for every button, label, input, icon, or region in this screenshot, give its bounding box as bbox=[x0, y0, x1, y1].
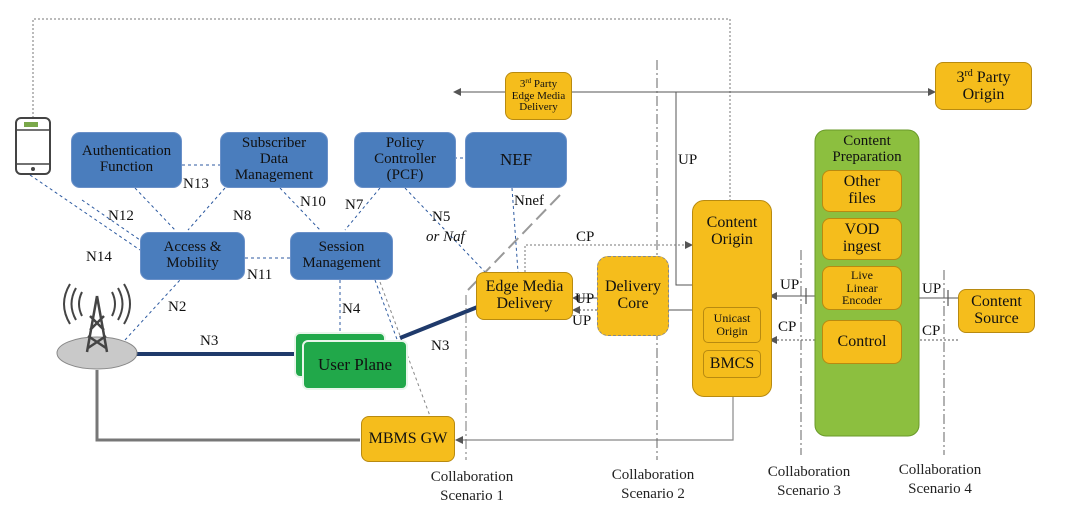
link-auth-amf bbox=[134, 187, 176, 231]
link-cp-top bbox=[524, 241, 693, 272]
bmcs-node: BMCS bbox=[703, 350, 761, 378]
base-station-icon bbox=[56, 283, 138, 370]
label-n10: N10 bbox=[300, 194, 326, 210]
edge-media-delivery-node: Edge Media Delivery bbox=[476, 272, 573, 320]
label-up-2: UP bbox=[572, 313, 592, 329]
scenario-1-caption: Collaboration Scenario 1 bbox=[430, 469, 514, 504]
link-smf-up bbox=[374, 279, 399, 343]
label-up-vertical: UP bbox=[678, 152, 698, 168]
third-party-origin-sup: rd bbox=[964, 67, 973, 79]
access-mobility-node: Access & Mobility bbox=[140, 232, 245, 280]
control-node: Control bbox=[822, 320, 902, 364]
delivery-core-node: Delivery Core bbox=[597, 256, 669, 336]
authentication-function-node: Authentication Function bbox=[71, 132, 182, 188]
unicast-origin-node: Unicast Origin bbox=[703, 307, 761, 343]
label-up-1: UP bbox=[575, 291, 595, 307]
link-n8 bbox=[187, 187, 226, 231]
content-origin-label: Content Origin bbox=[706, 214, 758, 248]
label-up-s3: UP bbox=[780, 277, 800, 293]
user-plane-node: User Plane bbox=[302, 340, 408, 390]
label-n13: N13 bbox=[183, 176, 209, 192]
scenario-2-caption: Collaboration Scenario 2 bbox=[611, 467, 695, 502]
link-n3-right bbox=[399, 304, 481, 340]
label-n14: N14 bbox=[86, 249, 112, 265]
label-cp-s4: CP bbox=[922, 323, 941, 339]
label-cp-top: CP bbox=[576, 229, 595, 245]
scenario-4-caption: Collaboration Scenario 4 bbox=[898, 462, 982, 497]
label-n4: N4 bbox=[342, 301, 361, 317]
link-n2 bbox=[124, 279, 181, 341]
link-bmcs-mbms bbox=[455, 382, 734, 444]
third-party-origin-num: 3 bbox=[956, 68, 965, 86]
label-n11: N11 bbox=[247, 267, 273, 283]
scenario-3-caption: Collaboration Scenario 3 bbox=[767, 464, 851, 499]
other-files-node: Other files bbox=[822, 170, 902, 212]
content-prep-title: Content Preparation bbox=[832, 133, 902, 165]
third-party-origin-node: 3rd Party Origin bbox=[935, 62, 1032, 110]
third-party-edge-node: 3rd Party Edge Media Delivery bbox=[505, 72, 572, 120]
link-n5 bbox=[404, 187, 486, 273]
link-antenna-mbms bbox=[95, 370, 360, 442]
label-n8: N8 bbox=[233, 208, 252, 224]
link-n14 bbox=[29, 174, 141, 251]
third-party-edge-sup: rd bbox=[525, 77, 532, 86]
mbms-gw-node: MBMS GW bbox=[361, 416, 455, 462]
label-n7: N7 bbox=[345, 197, 364, 213]
device-origin-link bbox=[32, 18, 731, 200]
label-or-naf: or Naf bbox=[426, 229, 465, 245]
label-n3-right: N3 bbox=[431, 338, 450, 354]
link-n10 bbox=[279, 187, 321, 231]
label-n2: N2 bbox=[168, 299, 187, 315]
content-source-node: Content Source bbox=[958, 289, 1035, 333]
label-n3-left: N3 bbox=[200, 333, 219, 349]
policy-controller-node: Policy Controller (PCF) bbox=[354, 132, 456, 188]
third-party-edge-text: Party Edge Media Delivery bbox=[511, 78, 566, 114]
link-nnef bbox=[511, 187, 519, 273]
label-nnef: Nnef bbox=[514, 193, 544, 209]
third-party-edge-num: 3 bbox=[519, 78, 526, 91]
label-cp-s3: CP bbox=[778, 319, 797, 335]
vod-ingest-node: VOD ingest bbox=[822, 218, 902, 260]
mobile-device-icon bbox=[15, 117, 51, 175]
label-up-s4: UP bbox=[922, 281, 942, 297]
third-party-origin-text: Party Origin bbox=[962, 68, 1011, 103]
session-management-node: Session Management bbox=[290, 232, 393, 280]
label-n12: N12 bbox=[108, 208, 134, 224]
nef-node: NEF bbox=[465, 132, 567, 188]
live-linear-encoder-node: Live Linear Encoder bbox=[822, 266, 902, 310]
label-n5: N5 bbox=[432, 209, 451, 225]
subscriber-data-management-node: Subscriber Data Management bbox=[220, 132, 328, 188]
